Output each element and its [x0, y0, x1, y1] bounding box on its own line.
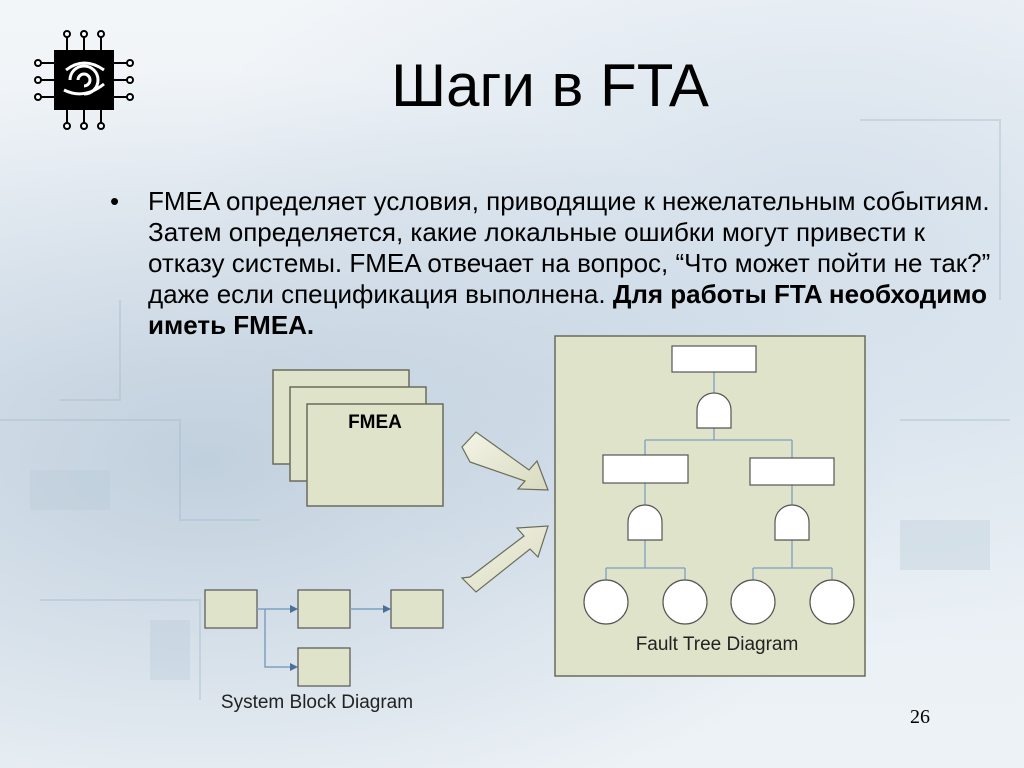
system-block-1: [204, 589, 258, 629]
page-number: 26: [910, 706, 930, 728]
bullet-marker: •: [110, 186, 120, 216]
system-block-label: System Block Diagram: [221, 692, 413, 713]
top-event-box: [671, 345, 757, 373]
fmea-stack: FMEA: [272, 369, 444, 507]
slide-title: Шаги в FTA: [391, 52, 709, 119]
basic-event-1: [583, 579, 629, 625]
fmea-label: FMEA: [348, 412, 402, 433]
and-gate-top: [696, 392, 732, 429]
event-box-left: [602, 454, 689, 484]
bullet-text: FMEA определяет условия, приводящие к не…: [148, 186, 991, 309]
fault-tree-label: Fault Tree Diagram: [636, 634, 799, 655]
arrow-system-to-tree: [460, 525, 549, 593]
fault-tree-panel: [554, 335, 866, 677]
system-block-3: [390, 589, 444, 629]
bullet-bold-text: Для работы FTA необходимо иметь FMEA.: [148, 279, 987, 340]
basic-event-3: [730, 579, 776, 625]
fault-tree-diagram: Fault Tree Diagram: [554, 335, 866, 677]
basic-event-2: [662, 579, 708, 625]
basic-event-4: [809, 579, 855, 625]
arrow-fmea-to-tree: [461, 431, 549, 491]
and-gate-left: [627, 504, 663, 541]
fmea-sheet-front: [306, 403, 444, 507]
chip-logo-icon: [34, 30, 134, 130]
bullet-text-block: FMEA определяет условия, приводящие к не…: [148, 186, 1008, 341]
system-block-diagram: System Block Diagram: [204, 589, 444, 713]
system-block-2: [297, 589, 351, 629]
system-block-4: [297, 647, 351, 687]
event-box-right: [749, 457, 835, 486]
and-gate-right: [774, 504, 810, 541]
